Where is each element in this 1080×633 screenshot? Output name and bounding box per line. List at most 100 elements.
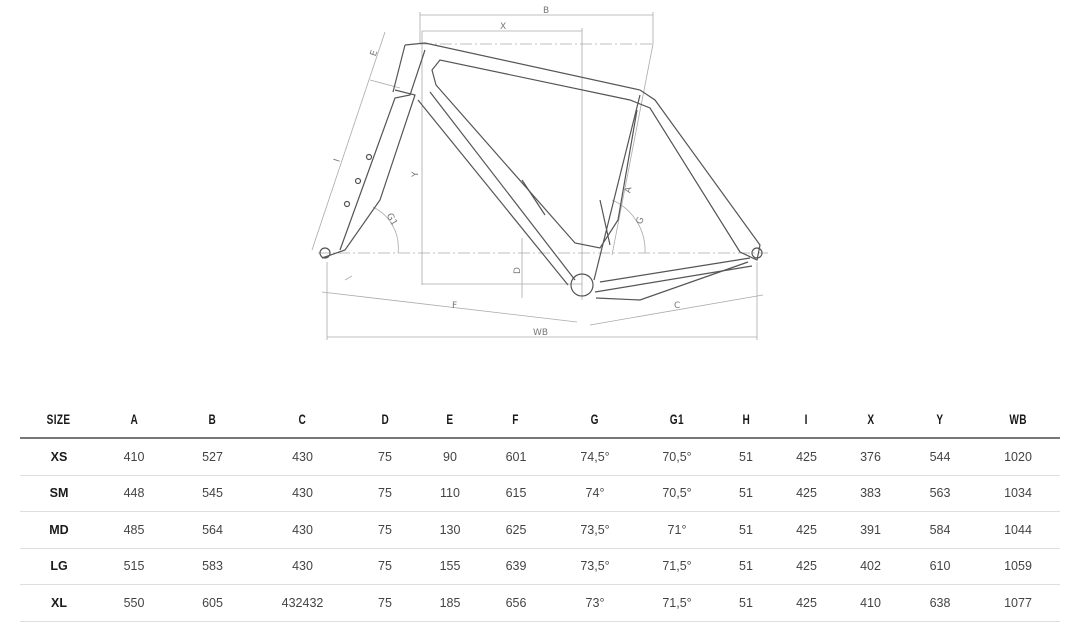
cell-wb: 1059 — [976, 548, 1060, 585]
column-header-label: I — [804, 410, 809, 427]
column-header-label: D — [381, 410, 389, 427]
column-header-b: B — [170, 400, 255, 439]
column-header-d: D — [350, 400, 420, 439]
cell-i: 425 — [776, 548, 837, 585]
cell-e: 185 — [420, 584, 480, 622]
column-header-label: G — [590, 410, 600, 427]
column-header-label: C — [298, 410, 307, 427]
cell-y: 584 — [904, 511, 976, 549]
column-header-label: WB — [1009, 410, 1027, 427]
column-header-size: SIZE — [20, 400, 98, 439]
column-header-label: F — [512, 410, 520, 427]
cell-d: 75 — [350, 475, 420, 512]
cell-g1: 70,5° — [638, 438, 716, 476]
cell-y: 563 — [904, 475, 976, 512]
cell-wb: 1034 — [976, 475, 1060, 512]
cell-i: 425 — [776, 584, 837, 622]
cell-i: 425 — [776, 511, 837, 549]
dim-label-f: F — [452, 301, 457, 311]
dimension-lines — [311, 12, 768, 340]
column-header-label: Y — [936, 410, 944, 427]
dim-label-wb: WB — [533, 328, 548, 338]
size-cell: SM — [20, 475, 98, 512]
column-header-f: F — [480, 400, 552, 439]
cell-wb: 1020 — [976, 438, 1060, 476]
cell-f: 656 — [480, 584, 552, 622]
cell-y: 610 — [904, 548, 976, 585]
table-header-row: SIZE A B C D E F G G1 H I X Y WB — [20, 400, 1060, 439]
column-header-i: I — [776, 400, 837, 439]
bike-frame — [319, 42, 763, 301]
cell-x: 383 — [837, 475, 904, 512]
cell-x: 402 — [837, 548, 904, 585]
cell-b: 527 — [170, 438, 255, 476]
column-header-label: B — [208, 410, 217, 427]
cell-g: 73,5° — [552, 511, 638, 549]
column-header-e: E — [420, 400, 480, 439]
column-header-y: Y — [904, 400, 976, 439]
cell-h: 51 — [716, 584, 776, 622]
size-cell: XS — [20, 438, 98, 476]
cell-wb: 1044 — [976, 511, 1060, 549]
cell-h: 51 — [716, 511, 776, 549]
cell-c: 430 — [255, 511, 350, 549]
column-header-label: E — [446, 410, 454, 427]
cell-d: 75 — [350, 511, 420, 549]
cell-x: 391 — [837, 511, 904, 549]
size-cell: XL — [20, 584, 98, 622]
column-header-g: G — [552, 400, 638, 439]
cell-d: 75 — [350, 438, 420, 476]
column-header-label: H — [742, 410, 750, 427]
cell-h: 51 — [716, 438, 776, 476]
cell-d: 75 — [350, 548, 420, 585]
cell-e: 90 — [420, 438, 480, 476]
cell-g: 73° — [552, 584, 638, 622]
cell-f: 639 — [480, 548, 552, 585]
column-header-label: G1 — [669, 410, 685, 427]
dim-label-b: B — [543, 6, 549, 16]
cell-b: 605 — [170, 584, 255, 622]
cell-e: 155 — [420, 548, 480, 585]
cell-a: 410 — [98, 438, 170, 476]
cell-e: 110 — [420, 475, 480, 512]
dim-label-x: X — [500, 22, 506, 32]
column-header-x: X — [837, 400, 904, 439]
cell-f: 615 — [480, 475, 552, 512]
cell-c: 430 — [255, 548, 350, 585]
dim-label-y: Y — [411, 171, 421, 178]
cell-g: 74° — [552, 475, 638, 512]
cell-y: 544 — [904, 438, 976, 476]
cell-c: 430 — [255, 475, 350, 512]
cell-x: 410 — [837, 584, 904, 622]
cell-c: 430 — [255, 438, 350, 476]
dim-label-a: A — [623, 185, 634, 194]
cell-h: 51 — [716, 548, 776, 585]
cell-g1: 70,5° — [638, 475, 716, 512]
cell-g1: 71° — [638, 511, 716, 549]
dim-label-g1: G1 — [384, 212, 399, 228]
cell-b: 545 — [170, 475, 255, 512]
cell-a: 515 — [98, 548, 170, 585]
cell-b: 583 — [170, 548, 255, 585]
cell-d: 75 — [350, 584, 420, 622]
dim-label-d: D — [513, 267, 523, 274]
cell-f: 601 — [480, 438, 552, 476]
column-header-h: H — [716, 400, 776, 439]
cell-y: 638 — [904, 584, 976, 622]
column-header-c: C — [255, 400, 350, 439]
column-header-label: A — [130, 410, 138, 427]
cell-g1: 71,5° — [638, 584, 716, 622]
cell-x: 376 — [837, 438, 904, 476]
cell-b: 564 — [170, 511, 255, 549]
cell-e: 130 — [420, 511, 480, 549]
dim-label-i: I — [333, 158, 343, 164]
frame-geometry-diagram: B X E I Y G1 G A D F C WB — [311, 6, 768, 340]
size-cell: MD — [20, 511, 98, 549]
cell-a: 448 — [98, 475, 170, 512]
cell-i: 425 — [776, 475, 837, 512]
column-header-g1: G1 — [638, 400, 716, 439]
